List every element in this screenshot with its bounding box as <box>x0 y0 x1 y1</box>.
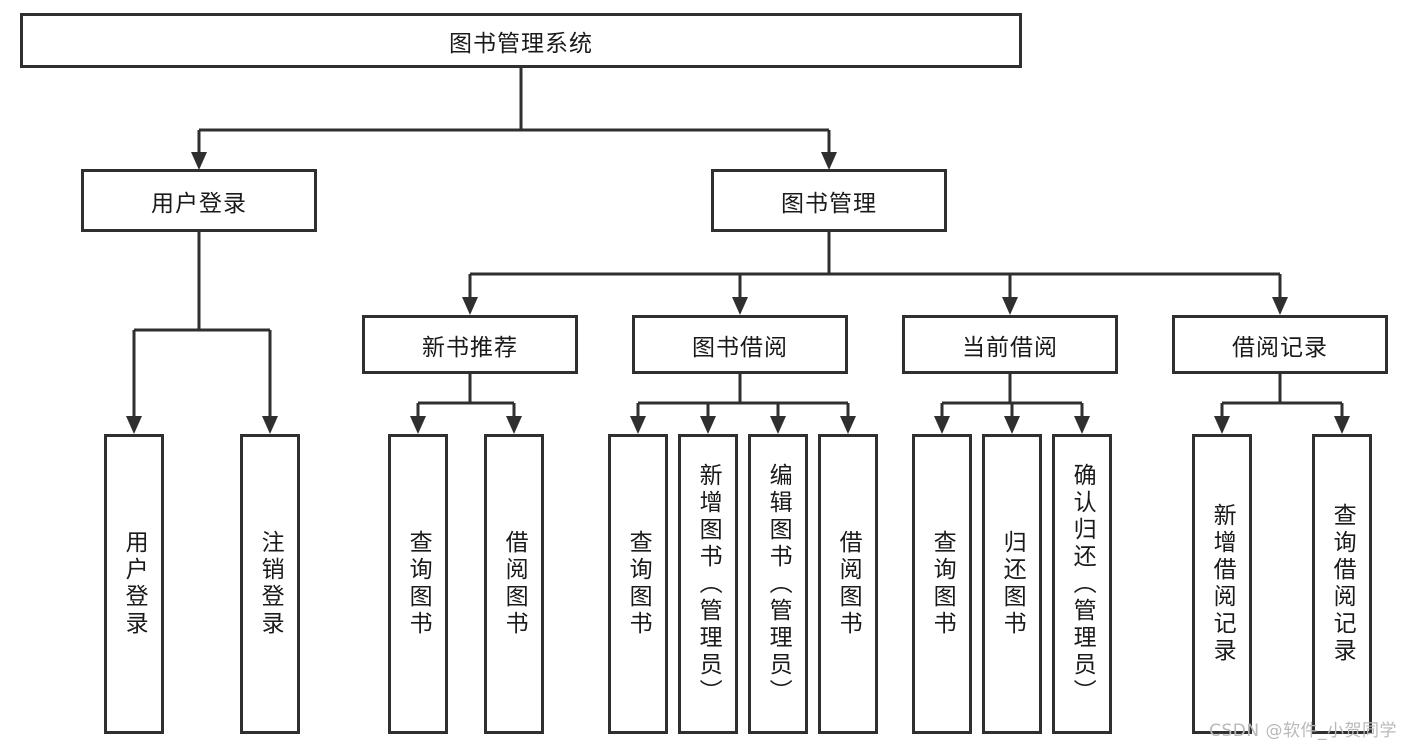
node-book-manage-label: 图书管理 <box>781 190 877 217</box>
node-leaf-add-borrow-record-label: 新增借阅记录 <box>1209 503 1236 665</box>
node-leaf-borrow-book-label: 借阅图书 <box>835 530 862 638</box>
connector-root-trunk <box>191 68 837 170</box>
node-user-login-label: 用户登录 <box>151 190 247 217</box>
node-new-book-recommend-label: 新书推荐 <box>422 334 518 361</box>
node-leaf-user-login[interactable]: 用户登录 <box>104 434 164 734</box>
node-leaf-confirm-return[interactable]: 确认归还（管理员） <box>1052 434 1112 734</box>
node-borrow-record[interactable]: 借阅记录 <box>1172 315 1388 374</box>
node-leaf-query-borrow-record[interactable]: 查询借阅记录 <box>1312 434 1372 734</box>
node-leaf-borrow-book-recommend-label: 借阅图书 <box>501 530 528 638</box>
node-leaf-edit-book-label: 编辑图书（管理员） <box>765 462 792 706</box>
node-leaf-query-borrow-record-label: 查询借阅记录 <box>1329 503 1356 665</box>
node-root-label: 图书管理系统 <box>449 30 593 57</box>
node-leaf-query-book-borrow[interactable]: 查询图书 <box>608 434 668 734</box>
node-leaf-confirm-return-label: 确认归还（管理员） <box>1069 462 1096 706</box>
node-book-borrow-label: 图书借阅 <box>692 334 788 361</box>
node-leaf-add-book-label: 新增图书（管理员） <box>695 462 722 706</box>
connector-user-login-branch <box>126 232 278 434</box>
node-leaf-add-book[interactable]: 新增图书（管理员） <box>678 434 738 734</box>
node-leaf-user-login-label: 用户登录 <box>121 530 148 638</box>
node-user-login[interactable]: 用户登录 <box>81 169 317 232</box>
node-borrow-record-label: 借阅记录 <box>1232 334 1328 361</box>
node-leaf-query-book-recommend-label: 查询图书 <box>405 530 432 638</box>
node-leaf-query-book-current[interactable]: 查询图书 <box>912 434 972 734</box>
node-root[interactable]: 图书管理系统 <box>20 13 1022 68</box>
node-leaf-user-logout-label: 注销登录 <box>257 530 284 638</box>
node-leaf-borrow-book[interactable]: 借阅图书 <box>818 434 878 734</box>
node-book-borrow[interactable]: 图书借阅 <box>632 315 848 374</box>
node-leaf-user-logout[interactable]: 注销登录 <box>240 434 300 734</box>
node-leaf-query-book-borrow-label: 查询图书 <box>625 530 652 638</box>
node-current-borrow-label: 当前借阅 <box>962 334 1058 361</box>
node-leaf-return-book-label: 归还图书 <box>999 530 1026 638</box>
node-leaf-query-book-current-label: 查询图书 <box>929 530 956 638</box>
node-leaf-query-book-recommend[interactable]: 查询图书 <box>388 434 448 734</box>
connector-new-book-branch <box>410 374 522 434</box>
node-new-book-recommend[interactable]: 新书推荐 <box>362 315 578 374</box>
node-current-borrow[interactable]: 当前借阅 <box>902 315 1118 374</box>
connector-book-manage-branch <box>462 232 1288 315</box>
node-book-manage[interactable]: 图书管理 <box>711 169 947 232</box>
node-leaf-borrow-book-recommend[interactable]: 借阅图书 <box>484 434 544 734</box>
connector-current-borrow-branch <box>934 374 1090 434</box>
node-leaf-add-borrow-record[interactable]: 新增借阅记录 <box>1192 434 1252 734</box>
node-leaf-return-book[interactable]: 归还图书 <box>982 434 1042 734</box>
watermark-text: CSDN @软件_小贺同学 <box>1209 721 1397 741</box>
connector-book-borrow-branch <box>630 374 856 434</box>
connector-borrow-record-branch <box>1214 374 1350 434</box>
node-leaf-edit-book[interactable]: 编辑图书（管理员） <box>748 434 808 734</box>
